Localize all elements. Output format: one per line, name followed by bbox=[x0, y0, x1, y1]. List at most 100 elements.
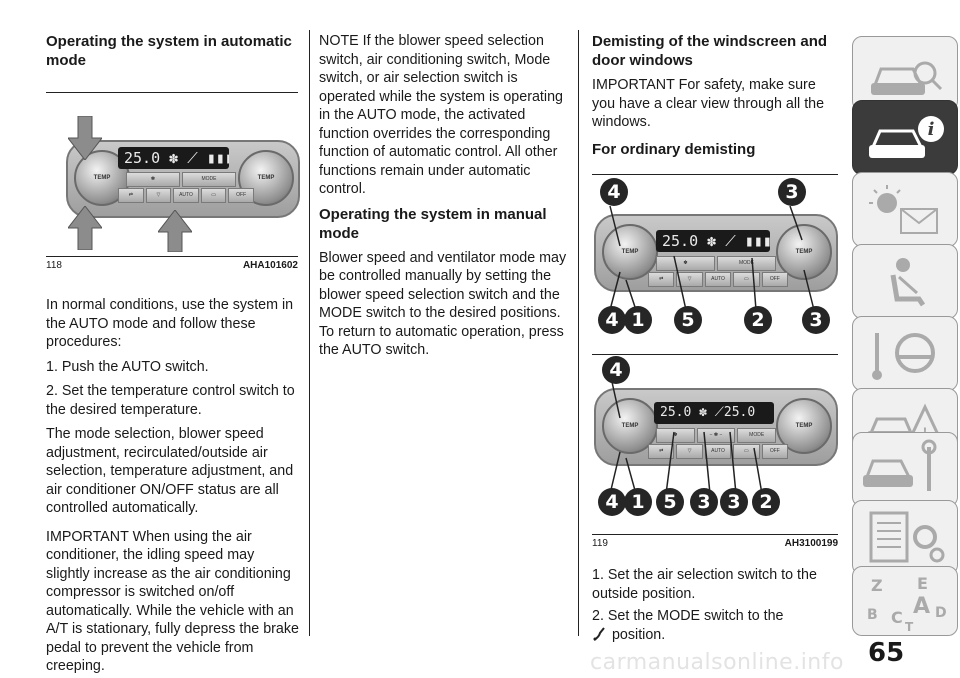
car-search-icon bbox=[871, 61, 943, 95]
callout-label: 5 bbox=[656, 488, 684, 516]
callout-label: 3 bbox=[720, 488, 748, 516]
callout-label: 2 bbox=[744, 306, 772, 334]
important-note: IMPORTANT For safety, make sure you have… bbox=[592, 77, 825, 130]
rear-defrost-button[interactable]: ▭ bbox=[733, 444, 760, 459]
figure-119-caption: 119 AH3100199 bbox=[592, 538, 838, 549]
callout-label: 3 bbox=[778, 178, 806, 206]
figure-number: 119 bbox=[592, 538, 608, 549]
recirc-button[interactable]: ⇄ bbox=[648, 272, 675, 287]
lcd-display: 25.0 ✽ ⟋ ▮▮▮ bbox=[118, 147, 229, 169]
blower-button[interactable]: ✽ bbox=[656, 256, 715, 271]
svg-text:C: C bbox=[891, 608, 903, 627]
column-3: Demisting of the windscreen and door win… bbox=[592, 32, 842, 159]
sidebar-tab-car-info[interactable]: i bbox=[852, 100, 958, 175]
lcd-display: 25.0 ✽ ⟋ ▮▮▮ bbox=[656, 230, 770, 252]
svg-text:E: E bbox=[917, 574, 928, 593]
callout-label: 3 bbox=[802, 306, 830, 334]
defrost-button[interactable]: ▽ bbox=[676, 444, 703, 459]
warning-lights-icon bbox=[869, 185, 938, 234]
blower-button[interactable]: ✽ bbox=[656, 428, 695, 443]
specifications-icon bbox=[869, 511, 945, 563]
mode-button[interactable]: MODE bbox=[182, 172, 236, 187]
button-row-upper: ✽ − ✽ − MODE bbox=[656, 428, 777, 443]
arrow-down-icon bbox=[68, 116, 102, 160]
column-2: NOTE If the blower speed selection switc… bbox=[319, 32, 569, 360]
figure-118-caption: 118 AHA101602 bbox=[46, 260, 298, 271]
figure-code: AHA101602 bbox=[242, 260, 298, 271]
column-divider bbox=[578, 30, 579, 636]
callout-label: 4 bbox=[600, 178, 628, 206]
recirc-button[interactable]: ⇄ bbox=[648, 444, 675, 459]
svg-text:Z: Z bbox=[871, 576, 883, 595]
subheading: For ordinary demisting bbox=[592, 140, 756, 158]
recirc-button[interactable]: ⇄ bbox=[118, 188, 144, 203]
car-info-icon: i bbox=[869, 116, 944, 158]
figure-number: 118 bbox=[46, 260, 62, 271]
sidebar-tab-specifications[interactable] bbox=[852, 500, 958, 575]
climate-panel: TEMP TEMP 25.0 ✽ ⟋ ▮▮▮ ✽ MODE ⇄ ▽ AUTO ▭… bbox=[66, 140, 300, 218]
lcd-display: 25.0 ✽ ⟋25.0 bbox=[654, 402, 774, 424]
step-2: 2. Set the MODE switch to the position. bbox=[592, 608, 784, 643]
paragraph: In normal conditions, use the system in … bbox=[46, 297, 294, 350]
sidebar-tab-warning-lights[interactable] bbox=[852, 172, 958, 247]
fan-button[interactable]: − ✽ − bbox=[696, 428, 736, 443]
temp-knob-left[interactable]: TEMP bbox=[602, 224, 658, 280]
sidebar-tab-starting-driving[interactable] bbox=[852, 316, 958, 391]
svg-text:B: B bbox=[867, 607, 878, 623]
button-row-lower: ⇄ ▽ AUTO ▭ OFF bbox=[648, 444, 789, 459]
svg-text:A: A bbox=[913, 594, 930, 619]
callout-label: 5 bbox=[674, 306, 702, 334]
mode-button[interactable]: MODE bbox=[737, 428, 777, 443]
svg-text:D: D bbox=[935, 605, 947, 621]
step-1: 1. Set the air selection switch to the o… bbox=[592, 567, 817, 602]
off-button[interactable]: OFF bbox=[761, 272, 789, 287]
button-row-upper: ✽ MODE bbox=[126, 172, 236, 187]
figure-bottom-rule bbox=[592, 534, 838, 535]
car-service-icon bbox=[863, 439, 937, 491]
steering-key-icon bbox=[872, 333, 935, 380]
auto-button[interactable]: AUTO bbox=[173, 188, 199, 203]
sidebar-tab-car-search[interactable] bbox=[852, 36, 958, 111]
note: NOTE If the blower speed selection switc… bbox=[319, 33, 563, 197]
defrost-button[interactable]: ▽ bbox=[676, 272, 703, 287]
blower-button[interactable]: ✽ bbox=[126, 172, 180, 187]
airbag-seat-icon bbox=[890, 258, 926, 307]
callout-label: 4 bbox=[598, 488, 626, 516]
arrow-up-icon bbox=[158, 210, 192, 252]
airflow-mode-icon bbox=[593, 626, 605, 641]
callout-label: 2 bbox=[752, 488, 780, 516]
column-1-body: In normal conditions, use the system in … bbox=[46, 296, 300, 676]
auto-button[interactable]: AUTO bbox=[704, 272, 732, 287]
section-heading-demisting: Demisting of the windscreen and door win… bbox=[592, 33, 828, 69]
sidebar-tab-maintenance[interactable] bbox=[852, 432, 958, 507]
paragraph: Blower speed and ventilator mode may be … bbox=[319, 249, 567, 359]
mode-button[interactable]: MODE bbox=[717, 256, 776, 271]
sidebar-tab-safety[interactable] bbox=[852, 244, 958, 319]
defrost-button[interactable]: ▽ bbox=[145, 188, 172, 203]
figure-bottom-rule bbox=[46, 256, 298, 257]
button-row-lower: ⇄ ▽ AUTO ▭ OFF bbox=[648, 272, 789, 287]
callout-label: 3 bbox=[690, 488, 718, 516]
callout-label: 4 bbox=[598, 306, 626, 334]
page-number: 65 bbox=[868, 638, 905, 668]
button-row-lower: ⇄ ▽ AUTO ▭ OFF bbox=[118, 188, 254, 203]
callout-label: 4 bbox=[602, 356, 630, 384]
callout-label: 1 bbox=[624, 488, 652, 516]
figure-119-lower: TEMP TEMP 25.0 ✽ ⟋25.0 ✽ − ✽ − MODE ⇄ ▽ … bbox=[592, 356, 838, 530]
climate-panel: TEMP TEMP 25.0 ✽ ⟋25.0 ✽ − ✽ − MODE ⇄ ▽ … bbox=[594, 388, 838, 466]
svg-text:T: T bbox=[905, 620, 914, 634]
rear-defrost-button[interactable]: ▭ bbox=[200, 188, 227, 203]
callout-label: 1 bbox=[624, 306, 652, 334]
watermark: carmanualsonline.info bbox=[590, 650, 844, 675]
svg-text:i: i bbox=[928, 119, 935, 140]
step-1: 1. Push the AUTO switch. bbox=[46, 358, 209, 375]
section-heading-manual: Operating the system in manual mode bbox=[319, 205, 547, 242]
column-3-body: 1. Set the air selection switch to the o… bbox=[592, 566, 842, 644]
off-button[interactable]: OFF bbox=[228, 188, 254, 203]
step-2: 2. Set the temperature control switch to… bbox=[46, 383, 295, 418]
off-button[interactable]: OFF bbox=[761, 444, 789, 459]
callout-leader-lines bbox=[609, 205, 815, 311]
figure-top-rule bbox=[592, 174, 838, 175]
